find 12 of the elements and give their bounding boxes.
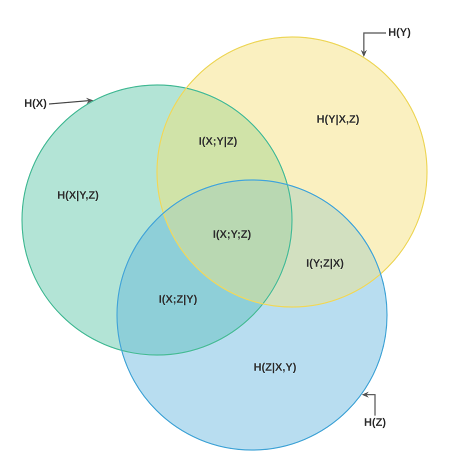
region-label: I(X;Z|Y)	[159, 294, 197, 306]
venn-circle	[116, 179, 388, 451]
region-label: H(Y|X,Z)	[317, 114, 359, 126]
circle-label: H(Y)	[388, 28, 410, 38]
region-label: H(X|Y,Z)	[58, 190, 98, 202]
region-label: H(Z|X,Y)	[254, 362, 296, 374]
venn-circle	[21, 84, 293, 356]
region-label: I(X;Y|Z)	[199, 136, 237, 148]
region-label: I(Y;Z|X)	[306, 258, 344, 270]
circle-label: H(Z)	[364, 418, 386, 428]
circle-label: H(X)	[24, 98, 46, 110]
region-label: I(X;Y;Z)	[214, 230, 251, 240]
